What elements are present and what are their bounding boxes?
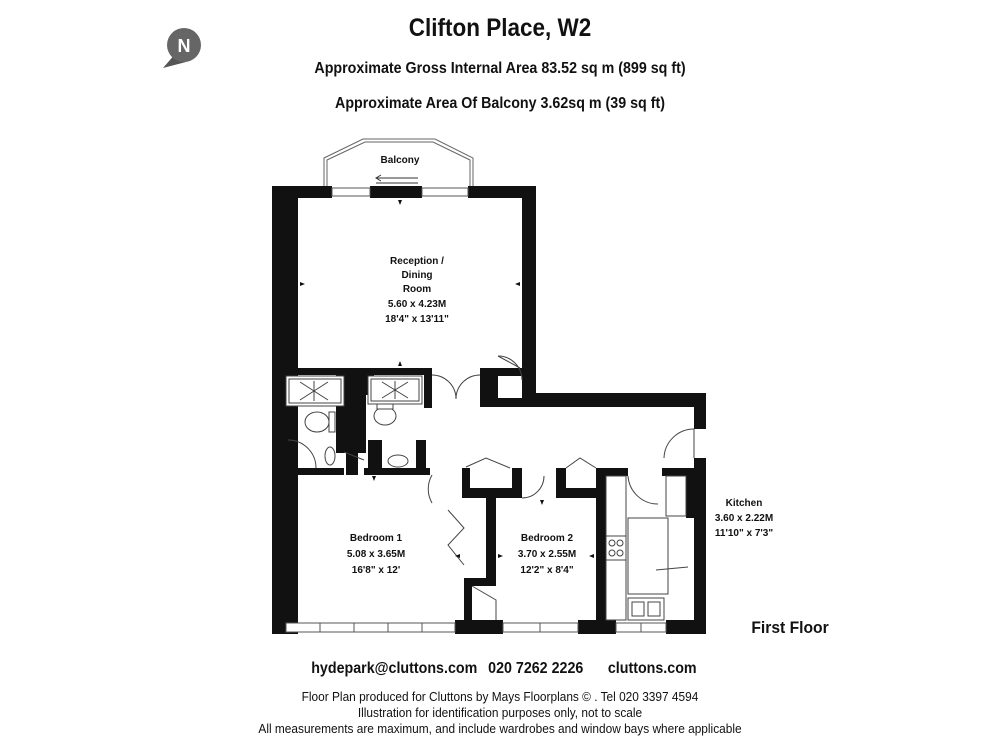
balcony-area-text: Approximate Area Of Balcony 3.62sq m (39… <box>335 95 665 112</box>
reception-name-2: Dining <box>401 270 432 281</box>
reception-metric: 5.60 x 4.23M <box>388 299 446 310</box>
footer-line-1: Floor Plan produced for Cluttons by Mays… <box>301 690 699 704</box>
bedroom1-name: Bedroom 1 <box>350 533 403 544</box>
bedroom2-imperial: 12'2" x 8'4" <box>520 565 573 576</box>
kitchen-name: Kitchen <box>726 498 763 509</box>
dimension-ticks <box>288 200 594 558</box>
interior-walls <box>298 368 698 634</box>
sliding-door-arrow <box>375 174 418 184</box>
compass-letter: N <box>178 36 191 56</box>
balcony-label: Balcony <box>381 155 420 166</box>
reception-name-3: Room <box>403 284 431 295</box>
kitchen-fittings <box>605 475 689 621</box>
windows <box>285 187 667 633</box>
bedroom2-name: Bedroom 2 <box>521 533 574 544</box>
door-swings <box>287 355 695 620</box>
gross-area-text: Approximate Gross Internal Area 83.52 sq… <box>314 60 686 77</box>
reception-imperial: 18'4" x 13'11" <box>385 314 449 325</box>
bedroom2-metric: 3.70 x 2.55M <box>518 549 576 560</box>
balcony-outline <box>323 138 474 186</box>
contact-website[interactable]: cluttons.com <box>607 660 697 677</box>
kitchen-metric: 3.60 x 2.22M <box>715 513 773 524</box>
reception-name-1: Reception / <box>390 256 444 267</box>
footer-line-3: All measurements are maximum, and includ… <box>258 722 742 736</box>
kitchen-imperial: 11'10" x 7'3" <box>715 528 773 539</box>
north-compass-icon: N <box>163 28 201 68</box>
contact-phone[interactable]: 020 7262 2226 <box>488 660 584 677</box>
bedroom1-imperial: 16'8" x 12' <box>352 565 400 576</box>
contact-email[interactable]: hydepark@cluttons.com <box>311 660 478 677</box>
exterior-walls <box>272 186 706 634</box>
plan-title: Clifton Place, W2 <box>408 14 592 42</box>
footer-line-2: Illustration for identification purposes… <box>357 706 643 720</box>
bathroom-fixtures <box>285 375 423 468</box>
floor-label: First Floor <box>751 618 829 637</box>
bedroom1-metric: 5.08 x 3.65M <box>347 549 405 560</box>
